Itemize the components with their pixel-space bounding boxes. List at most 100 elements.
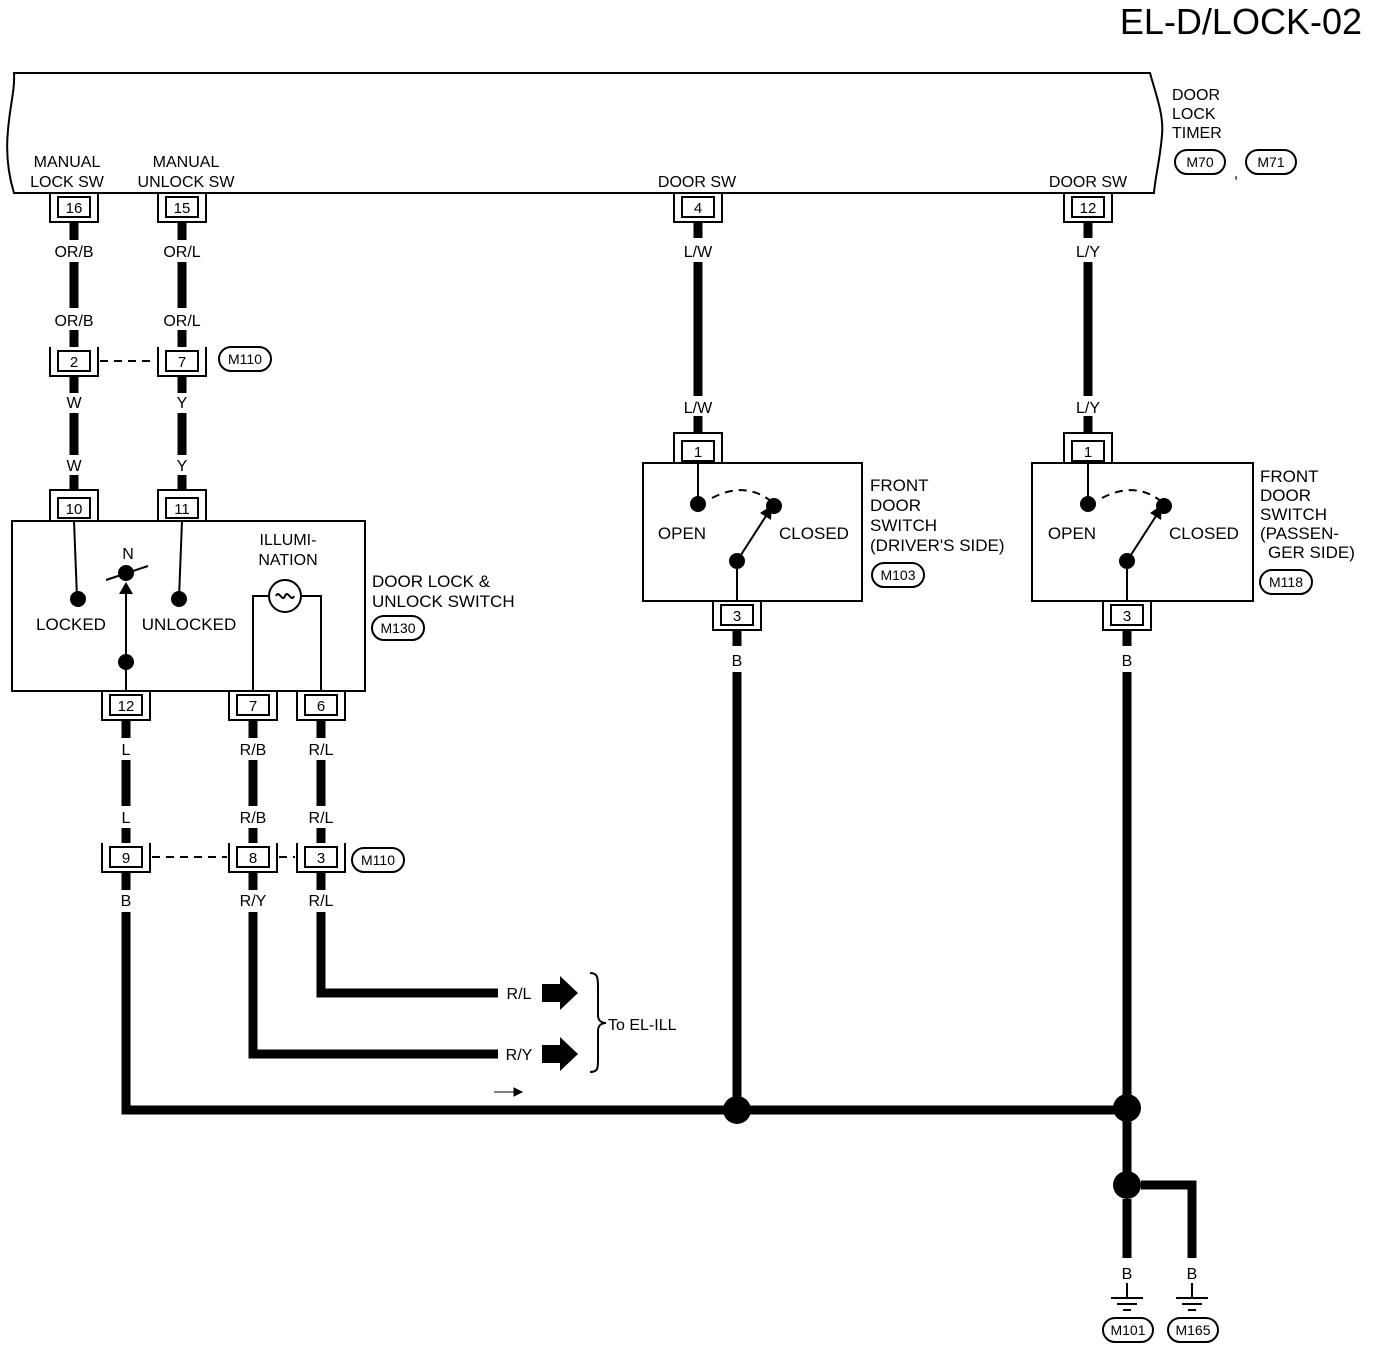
m110-upper-badge (218, 346, 272, 372)
splice-passenger (1113, 1094, 1141, 1122)
svg-text:B: B (1187, 1266, 1198, 1283)
wire-label-l-w-2: L/W (684, 400, 713, 417)
splice-driver (723, 1096, 751, 1124)
timer-connector-1: M70 (1186, 154, 1213, 170)
timer-name-1: DOOR (1172, 87, 1220, 104)
svg-text:7: 7 (249, 698, 257, 715)
wire-label-r-l-3: R/L (309, 893, 334, 910)
passenger-switch-name-1: FRONT (1260, 467, 1319, 486)
door-lock-switch-name-2: UNLOCK SWITCH (372, 592, 515, 611)
switch-position-neutral: N (122, 546, 134, 563)
svg-text:6: 6 (317, 698, 325, 715)
wire-label-r-l-1: R/L (309, 742, 334, 759)
arrow-right-icon (542, 1037, 578, 1071)
driver-switch-name-4: (DRIVER'S SIDE) (870, 536, 1005, 555)
timer-t16-label-1: MANUAL (34, 154, 101, 171)
svg-text:3: 3 (1123, 608, 1131, 625)
svg-text:B: B (1122, 1266, 1133, 1283)
driver-switch-open: OPEN (658, 524, 706, 543)
wire-label-y-2: Y (177, 458, 188, 475)
driver-switch-closed: CLOSED (779, 524, 849, 543)
svg-text:11: 11 (174, 501, 190, 518)
passenger-switch-name-3: SWITCH (1260, 505, 1327, 524)
m110-lower-badge (351, 847, 405, 873)
wire-label-b-driver: B (732, 653, 743, 670)
svg-text:10: 10 (66, 501, 83, 518)
timer-name-2: LOCK (1172, 106, 1216, 123)
m165-label: M165 (1175, 1322, 1210, 1338)
timer-connector-badge-1 (1174, 149, 1226, 175)
m110-lower-label: M110 (361, 852, 395, 868)
driver-switch-name-2: DOOR (870, 496, 921, 515)
ground-m165: B M165 (1167, 1266, 1219, 1343)
timer-t15-label-2: UNLOCK SW (138, 174, 236, 191)
timer-connector-2: M71 (1257, 154, 1284, 170)
door-lock-unlock-switch: 10 11 N LOCKED UNLOCKED ILLUMI- NATION 1… (11, 489, 515, 721)
svg-text:1: 1 (1084, 444, 1092, 461)
svg-text:12: 12 (118, 698, 135, 715)
door-lock-switch-name-1: DOOR LOCK & (372, 572, 491, 591)
wire-label-r-b-1: R/B (240, 742, 267, 759)
destination-label: To EL-ILL (608, 1017, 677, 1034)
wire-label-or-b-1: OR/B (54, 244, 93, 261)
dest-wire-r-l: R/L (507, 986, 532, 1003)
timer-terminal-15: 15 (157, 193, 207, 223)
timer-connector-badge-2 (1245, 149, 1297, 175)
passenger-switch-name-2: DOOR (1260, 486, 1311, 505)
timer-t16-label-2: LOCK SW (30, 174, 105, 191)
driver-switch-name-1: FRONT (870, 476, 929, 495)
svg-text:4: 4 (694, 200, 702, 217)
m130-label: M130 (380, 620, 415, 636)
wire-label-l-w-1: L/W (684, 244, 713, 261)
wire-label-w-2: W (66, 458, 82, 475)
timer-terminal-4: 4 (673, 193, 723, 223)
wire-label-l-y-2: L/Y (1076, 400, 1100, 417)
wire-label-b-left: B (121, 893, 132, 910)
svg-text:12: 12 (1080, 200, 1097, 217)
m118-badge (1259, 569, 1313, 595)
timer-terminal-12: 12 (1063, 193, 1113, 223)
passenger-switch-closed: CLOSED (1169, 524, 1239, 543)
door-lock-timer: DOOR LOCK TIMER M70 , M71 MANUAL LOCK SW… (6, 72, 1297, 194)
svg-text:16: 16 (66, 200, 83, 217)
illumination-label-1: ILLUMI- (260, 532, 317, 549)
svg-text:3: 3 (317, 850, 325, 867)
svg-text:15: 15 (174, 200, 191, 217)
timer-terminal-16: 16 (49, 193, 99, 223)
illumination-label-2: NATION (258, 552, 317, 569)
wire-label-b-passenger: B (1122, 653, 1133, 670)
svg-text:9: 9 (122, 850, 130, 867)
m103-badge (871, 562, 925, 588)
wire-label-w-1: W (66, 395, 82, 412)
wire-label-r-y: R/Y (240, 893, 267, 910)
front-door-switch-driver: 1 OPEN CLOSED 3 FRONT DOOR SWITCH (DRIVE… (642, 432, 1005, 631)
driver-switch-name-3: SWITCH (870, 516, 937, 535)
m101-label: M101 (1110, 1322, 1145, 1338)
timer-name-3: TIMER (1172, 125, 1222, 142)
wire-label-or-l-2: OR/L (163, 313, 200, 330)
svg-text:3: 3 (733, 608, 741, 625)
ground-m101: B M101 (1102, 1266, 1154, 1343)
page-code: EL-D/LOCK-02 (1120, 1, 1362, 42)
destination-brace (589, 972, 607, 1073)
wire-label-or-b-2: OR/B (54, 313, 93, 330)
timer-t15-label-1: MANUAL (153, 154, 220, 171)
dest-wire-r-y: R/Y (506, 1047, 533, 1064)
m103-label: M103 (880, 567, 915, 583)
timer-t4-label: DOOR SW (658, 174, 737, 191)
passenger-switch-open: OPEN (1048, 524, 1096, 543)
m130-badge (371, 615, 425, 641)
flow-arrow-icon (494, 1087, 524, 1097)
m118-label: M118 (1269, 574, 1303, 590)
wire-label-or-l-1: OR/L (163, 244, 200, 261)
svg-text:2: 2 (70, 354, 78, 371)
joint-connector-m110-upper: 2 7 M110 (49, 346, 272, 377)
timer-connector-sep: , (1234, 165, 1238, 182)
splice-ground (1113, 1171, 1141, 1199)
wire-label-r-l-2: R/L (309, 810, 334, 827)
m110-upper-label: M110 (228, 351, 262, 367)
switch-position-unlocked: UNLOCKED (142, 615, 236, 634)
switch-position-locked: LOCKED (36, 615, 106, 634)
passenger-switch-name-4: (PASSEN- (1260, 524, 1339, 543)
wire-label-l-1: L (122, 742, 131, 759)
